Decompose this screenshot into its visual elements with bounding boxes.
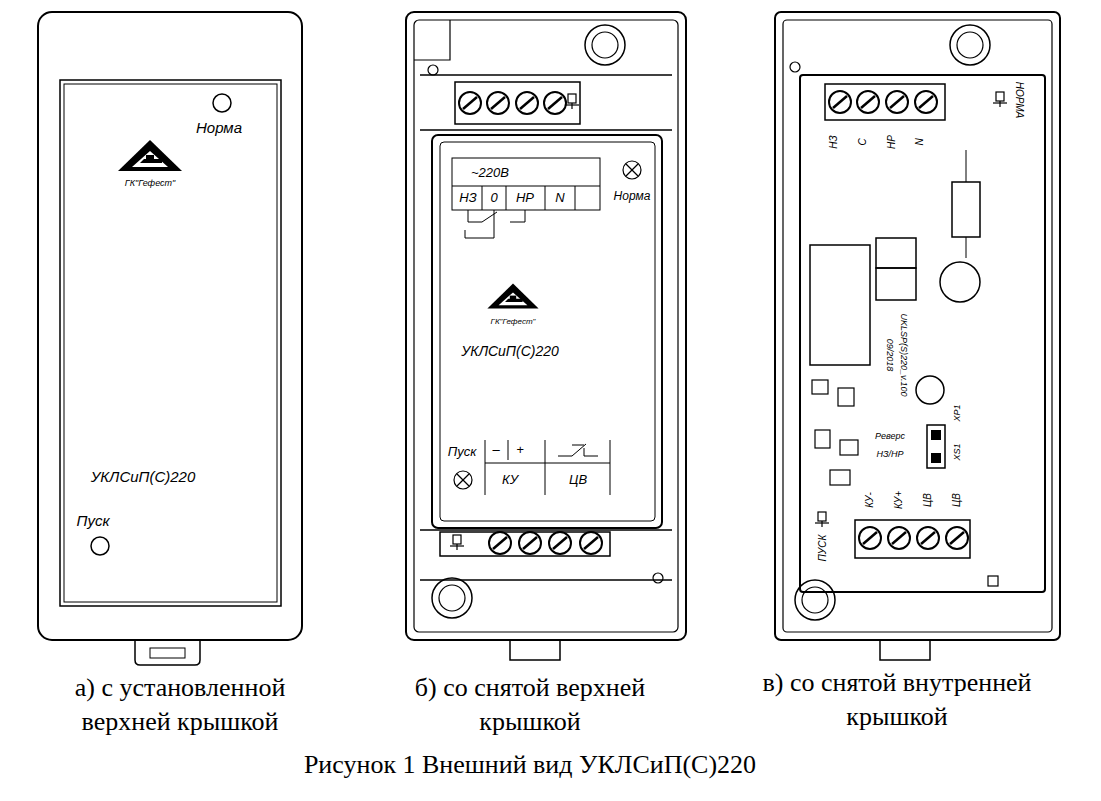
device-view: ~220В НЗ 0 НР N НормаГК"Гефест" УКЛСиП(С)220Пу…	[432, 135, 662, 528]
device-label: 09/2018	[884, 339, 894, 372]
device-label: НЗ	[828, 135, 839, 148]
device-label: ЦВ	[569, 473, 587, 487]
device-label: КУ+	[893, 491, 904, 509]
device-label: ЦВ	[922, 493, 933, 507]
device-label: ПУСК	[817, 535, 828, 562]
device-label: –	[492, 443, 499, 457]
device-label: N	[914, 138, 925, 145]
device-label: ГК"Гефест"	[491, 318, 536, 327]
device-label: С	[857, 138, 868, 145]
device-label: НОРМА	[1014, 82, 1025, 119]
device-label: ЦВ	[951, 493, 962, 507]
device-label: КУ	[502, 473, 518, 487]
device-view: а) с установленной верхней крышкойНормаГ…	[38, 12, 302, 640]
device-label: УКЛСиП(С)220	[461, 344, 559, 359]
housing-open-board	[775, 12, 1060, 660]
view-caption: б) со снятой верхней крышкой	[380, 671, 680, 739]
device-label: НР	[516, 191, 534, 205]
device-label: УКЛСиП(С)220	[91, 469, 196, 486]
device-label: XP1	[953, 404, 963, 421]
device-view: НЗ С НР N НОРМА UKLSP(S)220_v.100 09/2018XP1Ре…	[800, 75, 1045, 592]
device-label: N	[555, 191, 564, 205]
device-label: UKLSP(S)220_v.100	[898, 314, 908, 397]
view-caption: а) с установленной верхней крышкой	[45, 671, 315, 739]
device-label: КУ-	[864, 492, 875, 508]
device-label: Реверс	[875, 432, 905, 442]
device-label: XS1	[953, 443, 963, 460]
housing-closed	[38, 12, 302, 665]
device-view: в) со снятой внутренней крышкойНЗСНРNНОР…	[775, 12, 1060, 640]
device-view: б) со снятой верхней крышкой~220ВНЗ0НРNН…	[406, 12, 686, 640]
device-label: ~220В	[471, 166, 509, 180]
figure-caption: Рисунок 1 Внешний вид УКЛСиП(С)220	[304, 748, 756, 782]
device-label: Пуск	[448, 445, 477, 459]
device-label: НЗ/НР	[876, 450, 903, 460]
view-caption: в) со снятой внутренней крышкой	[747, 666, 1047, 734]
device-label: НЗ	[459, 191, 476, 205]
housing-open-top	[406, 12, 686, 660]
device-label: НР	[886, 135, 897, 149]
device-label: ГК"Гефест"	[125, 179, 176, 189]
device-label: +	[516, 443, 524, 457]
device-label: Норма	[196, 120, 242, 137]
device-label: 0	[490, 191, 497, 205]
device-label: Норма	[614, 190, 651, 203]
device-label: Пуск	[77, 513, 110, 530]
